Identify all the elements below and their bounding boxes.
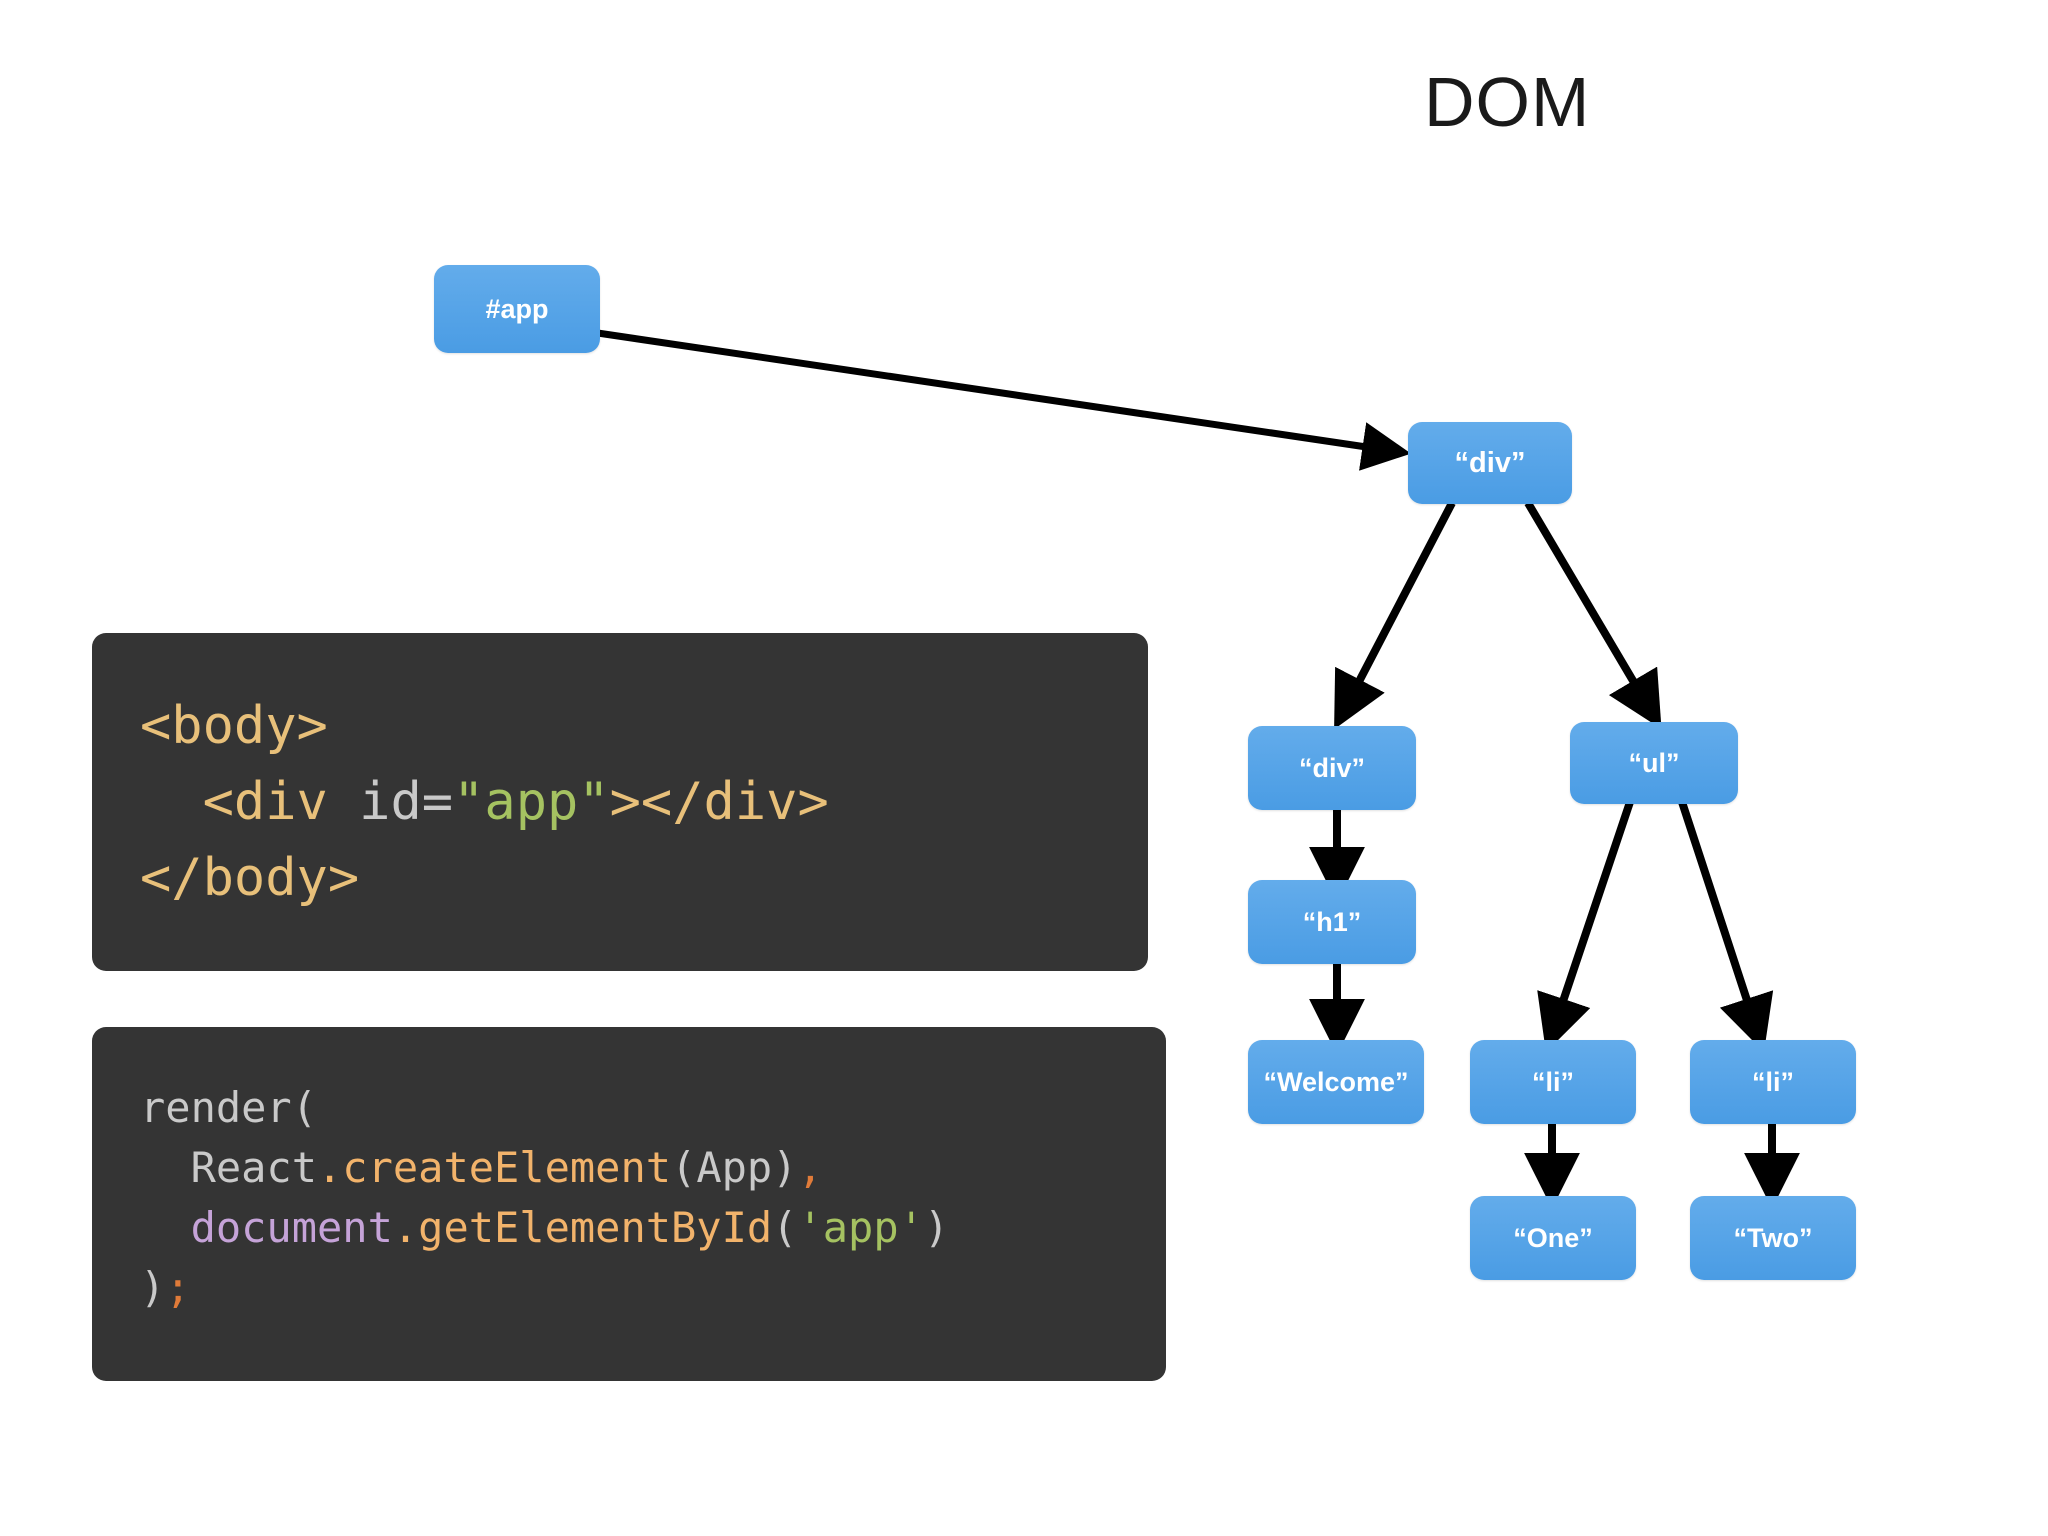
code-token-div-close: ></div> bbox=[609, 772, 829, 832]
tree-node-label: “One” bbox=[1513, 1222, 1593, 1253]
tree-node-label: “Two” bbox=[1733, 1222, 1813, 1253]
tree-node-h1[interactable]: “h1” bbox=[1248, 880, 1416, 964]
tree-node-label: “Welcome” bbox=[1263, 1066, 1409, 1097]
tree-node-label: “div” bbox=[1298, 752, 1365, 783]
code-token-paren-close: ) bbox=[923, 1203, 950, 1252]
tree-node-ul[interactable]: “ul” bbox=[1570, 722, 1738, 804]
edge-ul-to-li-one bbox=[1537, 800, 1634, 1053]
code-token-paren-open: ( bbox=[772, 1203, 798, 1252]
tree-node-label: “li” bbox=[1531, 1066, 1574, 1097]
code-token-document: document bbox=[140, 1203, 393, 1252]
edge-app-to-div bbox=[509, 316, 1412, 471]
code-token-render: render( bbox=[140, 1083, 318, 1132]
edge-div-to-div bbox=[1334, 501, 1456, 730]
html-code-block bbox=[92, 633, 1148, 971]
code-token-id-attr: id= bbox=[359, 772, 454, 832]
js-code-text: render( React.createElement(App), docume… bbox=[140, 1078, 949, 1318]
code-token-getelementbyid: .getElementById bbox=[392, 1203, 773, 1252]
code-token-semicolon: ; bbox=[165, 1263, 191, 1312]
tree-node-div-child[interactable]: “div” bbox=[1248, 726, 1416, 810]
tree-node-label: “li” bbox=[1751, 1066, 1794, 1097]
tree-node-li-one[interactable]: “li” bbox=[1470, 1040, 1636, 1124]
tree-node-label: #app bbox=[485, 293, 549, 324]
html-code-text: <body> <div id="app"></div> </body> bbox=[140, 688, 829, 916]
code-token-div-open: <div bbox=[140, 772, 360, 832]
edge-ul-to-li-two bbox=[1678, 800, 1774, 1053]
code-token-app-string: 'app' bbox=[797, 1203, 924, 1252]
page-title: DOM bbox=[1424, 63, 1591, 141]
tree-node-label: “div” bbox=[1454, 446, 1526, 479]
tree-node-one[interactable]: “One” bbox=[1470, 1196, 1636, 1280]
tree-node-div-root[interactable]: “div” bbox=[1408, 422, 1572, 504]
code-token-final-paren: ) bbox=[140, 1263, 166, 1312]
code-token-react: React bbox=[140, 1143, 318, 1192]
code-token-body-open: <body> bbox=[140, 696, 328, 756]
tree-node-label: “h1” bbox=[1302, 906, 1362, 937]
code-token-app-value: "app" bbox=[453, 772, 610, 832]
tree-node-li-two[interactable]: “li” bbox=[1690, 1040, 1856, 1124]
code-token-body-close: </body> bbox=[140, 848, 360, 908]
tree-node-two[interactable]: “Two” bbox=[1690, 1196, 1856, 1280]
js-code-block bbox=[92, 1027, 1166, 1381]
tree-node-app-root[interactable]: #app bbox=[434, 265, 600, 353]
code-token-app-arg: (App) bbox=[671, 1143, 798, 1192]
code-token-comma: , bbox=[797, 1143, 823, 1192]
code-token-createelement: .createElement bbox=[317, 1143, 672, 1192]
tree-node-welcome[interactable]: “Welcome” bbox=[1248, 1040, 1424, 1124]
tree-node-label: “ul” bbox=[1628, 747, 1680, 778]
edge-div-to-ul bbox=[1524, 500, 1662, 730]
